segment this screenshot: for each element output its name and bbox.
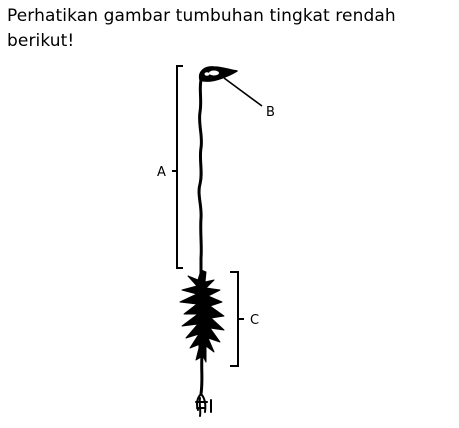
label-c: C bbox=[250, 313, 259, 328]
label-a: A bbox=[157, 165, 166, 180]
label-b: B bbox=[266, 105, 275, 120]
seta-stalk bbox=[199, 80, 201, 274]
bracket-a bbox=[172, 66, 183, 268]
stem bbox=[201, 356, 202, 394]
rhizoids bbox=[196, 394, 211, 416]
pointer-b bbox=[224, 78, 262, 106]
bracket-c bbox=[230, 272, 244, 366]
leafy-gametophyte bbox=[180, 270, 224, 362]
capsule bbox=[200, 67, 237, 81]
